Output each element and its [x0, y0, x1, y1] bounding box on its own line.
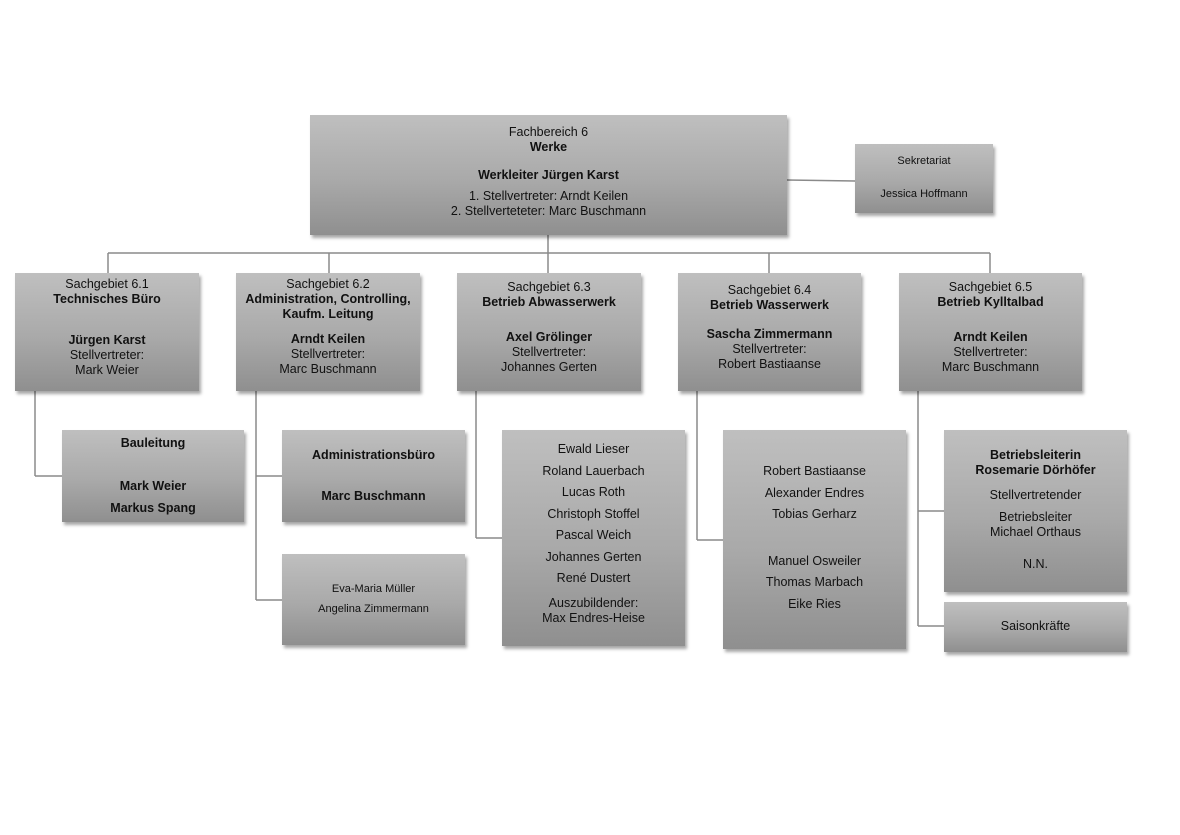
area-unit: Sachgebiet 6.3 [507, 280, 591, 294]
staff-member: Lucas Roth [561, 485, 626, 499]
head-deputy-2: 2. Stellverteteter: Marc Buschmann [450, 204, 647, 218]
bauleitung-person-2: Markus Spang [110, 501, 196, 515]
bad-deputy-3: Michael Orthaus [989, 525, 1081, 539]
area-deputy: Robert Bastiaanse [718, 357, 821, 371]
saison-box: Saisonkräfte [944, 602, 1127, 652]
bad-vacant: N.N. [1023, 557, 1048, 571]
staff-member: Manuel Osweiler [767, 553, 862, 568]
staff-member: Roland Lauerbach [542, 463, 645, 478]
area-deputy-label: Stellvertreter: [953, 345, 1028, 359]
secretariat-title: Sekretariat [897, 155, 951, 167]
head-name: Werke [529, 140, 568, 154]
secretariat-person: Jessica Hoffmann [880, 188, 968, 200]
admin-staff-person-1: Eva-Maria Müller [331, 583, 416, 595]
area-6-1-box: Sachgebiet 6.1 Technisches Büro Jürgen K… [15, 273, 199, 391]
area-deputy-label: Stellvertreter: [511, 345, 587, 359]
bad-leitung-title-1: Betriebsleiterin [989, 448, 1081, 462]
secretariat-box: Sekretariat Jessica Hoffmann [855, 144, 993, 213]
staff-member: Christoph Stoffel [547, 506, 640, 521]
adminbuero-title: Administrationsbüro [312, 448, 435, 462]
staff-member: Pascal Weich [555, 528, 632, 542]
bad-deputy-2: Betriebsleiter [999, 510, 1072, 524]
staff-member: Tobias Gerharz [772, 507, 857, 521]
area-deputy-label: Stellvertreter: [290, 347, 366, 361]
area-unit: Sachgebiet 6.1 [65, 277, 149, 291]
area-6-3-box: Sachgebiet 6.3 Betrieb Abwasserwerk Axel… [457, 273, 641, 391]
staff-member: Ewald Lieser [557, 442, 630, 456]
bauleitung-title: Bauleitung [120, 436, 186, 450]
area-6-5-box: Sachgebiet 6.5 Betrieb Kylltalbad Arndt … [899, 273, 1082, 391]
bad-leitung-title-2: Rosemarie Dörhöfer [975, 463, 1096, 477]
staff-member: Robert Bastiaanse [763, 464, 866, 478]
bauleitung-person-1: Mark Weier [119, 479, 187, 493]
staff-member: Eike Ries [788, 596, 841, 611]
admin-staff-box: Eva-Maria Müller Angelina Zimmermann [282, 554, 465, 645]
staff-member: Alexander Endres [764, 485, 865, 500]
area-unit: Sachgebiet 6.2 [286, 277, 370, 291]
area-deputy: Marc Buschmann [941, 360, 1040, 374]
staff-member: Thomas Marbach [765, 575, 864, 589]
area-unit: Sachgebiet 6.4 [727, 283, 812, 297]
area-deputy-label: Stellvertreter: [69, 348, 145, 362]
area-name: Betrieb Kylltalbad [937, 295, 1044, 309]
area-6-2-box: Sachgebiet 6.2 Administration, Controlli… [236, 273, 420, 391]
bauleitung-box: Bauleitung Mark Weier Markus Spang [62, 430, 244, 522]
area-deputy: Marc Buschmann [279, 362, 377, 376]
area-name: Technisches Büro [53, 292, 161, 306]
admin-staff-person-2: Angelina Zimmermann [318, 603, 429, 615]
area-name: Betrieb Wasserwerk [709, 298, 830, 312]
area-leader: Arndt Keilen [290, 332, 366, 346]
area-unit: Sachgebiet 6.5 [948, 280, 1033, 294]
area-name-line2: Kaufm. Leitung [282, 307, 374, 321]
adminbuero-person: Marc Buschmann [321, 489, 426, 503]
head-leader: Werkleiter Jürgen Karst [478, 168, 619, 182]
wasser-staff-box: Robert Bastiaanse Alexander Endres Tobia… [723, 430, 906, 649]
adminbuero-box: Administrationsbüro Marc Buschmann [282, 430, 465, 522]
area-deputy: Mark Weier [75, 363, 139, 377]
head-deputy-1: 1. Stellvertreter: Arndt Keilen [468, 189, 629, 203]
area-leader: Arndt Keilen [953, 330, 1028, 344]
area-leader: Jürgen Karst [68, 333, 146, 347]
area-deputy: Johannes Gerten [501, 360, 597, 374]
staff-member: René Dustert [556, 571, 631, 585]
area-name: Betrieb Abwasserwerk [482, 295, 616, 309]
head-box: Fachbereich 6 Werke Werkleiter Jürgen Ka… [310, 115, 787, 235]
bad-leitung-box: Betriebsleiterin Rosemarie Dörhöfer Stel… [944, 430, 1127, 592]
saison-title: Saisonkräfte [1000, 619, 1071, 633]
trainee-label: Auszubildender: [548, 595, 639, 610]
connector-secretariat [786, 179, 856, 182]
area-leader: Sascha Zimmermann [706, 327, 833, 341]
area-deputy-label: Stellvertreter: [732, 342, 807, 356]
area-leader: Axel Grölinger [505, 330, 593, 344]
trainee-name: Max Endres-Heise [542, 610, 645, 625]
abwasser-staff-box: Ewald Lieser Roland Lauerbach Lucas Roth… [502, 430, 685, 646]
staff-member: Johannes Gerten [545, 549, 642, 564]
area-name-line1: Administration, Controlling, [245, 292, 411, 306]
bad-deputy-1: Stellvertretender [989, 488, 1082, 502]
area-6-4-box: Sachgebiet 6.4 Betrieb Wasserwerk Sascha… [678, 273, 861, 391]
head-unit: Fachbereich 6 [508, 125, 589, 139]
